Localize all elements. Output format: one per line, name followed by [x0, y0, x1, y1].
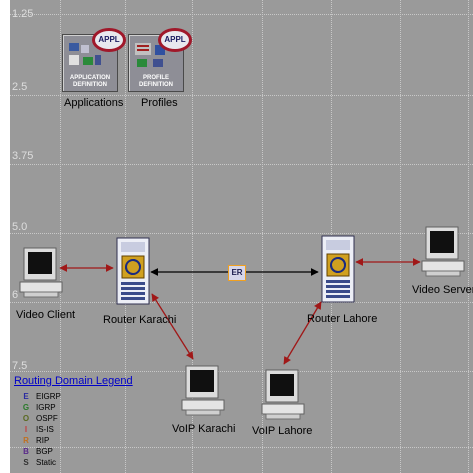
- voip-lahore-label[interactable]: VoIP Lahore: [252, 425, 313, 437]
- legend-label: EIGRP: [36, 392, 61, 401]
- legend-item: I IS-IS: [22, 425, 54, 435]
- workstation-icon: [19, 247, 63, 298]
- workstation-icon: [181, 365, 225, 416]
- profiles-label[interactable]: Profiles: [141, 97, 178, 109]
- legend-item: O OSPF: [22, 414, 58, 424]
- applications-label[interactable]: Applications: [64, 97, 124, 109]
- grid-line: [60, 0, 61, 473]
- application-icon: [69, 43, 101, 65]
- link-lahore-voip[interactable]: [283, 301, 322, 365]
- video-server-label[interactable]: Video Server: [412, 284, 473, 296]
- router-lahore-node[interactable]: [318, 234, 358, 304]
- video-client-label[interactable]: Video Client: [16, 309, 76, 321]
- application-box-title: APPLICATION DEFINITION: [69, 75, 111, 88]
- router-karachi-label[interactable]: Router Karachi: [103, 314, 177, 326]
- legend-item: B BGP: [22, 447, 53, 457]
- grid-line: [10, 95, 473, 96]
- legend-code: R: [23, 436, 29, 445]
- video-client-node[interactable]: [18, 244, 66, 300]
- grid-line: [125, 0, 126, 473]
- legend-item: E EIGRP: [22, 392, 61, 402]
- grid-line: [400, 0, 401, 473]
- router-icon: [321, 235, 355, 303]
- voip-karachi-label[interactable]: VoIP Karachi: [172, 423, 236, 435]
- ruler-label: 5.0: [12, 221, 28, 233]
- legend-title[interactable]: Routing Domain Legend: [14, 375, 133, 387]
- grid-line: [10, 164, 473, 165]
- appl-badge: APPL: [92, 28, 126, 52]
- legend-label: RIP: [36, 436, 50, 445]
- profile-icon: [135, 43, 165, 67]
- legend-item: S Static: [22, 458, 56, 468]
- link-karachi-voip[interactable]: [151, 293, 194, 360]
- voip-lahore-node[interactable]: [260, 366, 308, 422]
- ruler-label: 6: [12, 289, 19, 301]
- legend-label: OSPF: [36, 414, 58, 423]
- legend-label: Static: [36, 458, 57, 467]
- grid-line: [10, 233, 473, 234]
- legend-code: B: [23, 447, 29, 456]
- grid-line: [10, 302, 473, 303]
- link-badge[interactable]: ER: [228, 265, 246, 281]
- profiles-node[interactable]: PROFILE DEFINITION APPL: [128, 28, 192, 94]
- profile-box-title: PROFILE DEFINITION: [139, 75, 173, 88]
- application-definition-box: APPLICATION DEFINITION: [62, 34, 118, 92]
- router-karachi-node[interactable]: [113, 236, 153, 306]
- voip-karachi-node[interactable]: [180, 362, 228, 418]
- grid-line: [468, 0, 469, 473]
- video-server-node[interactable]: [420, 223, 468, 279]
- legend-code: E: [23, 392, 29, 401]
- grid-line: [192, 0, 193, 473]
- ruler-label: 2.5: [12, 81, 28, 93]
- ruler-label: 3.75: [12, 150, 34, 162]
- workstation-icon: [421, 226, 465, 277]
- workstation-icon: [261, 369, 305, 420]
- grid-line: [10, 371, 473, 372]
- ruler-label: 1.25: [12, 8, 34, 20]
- applications-node[interactable]: APPLICATION DEFINITION APPL: [62, 28, 126, 94]
- grid-line: [10, 14, 473, 15]
- legend-label: IS-IS: [36, 425, 54, 434]
- legend-label: BGP: [36, 447, 53, 456]
- left-margin: [0, 0, 10, 473]
- router-icon: [116, 237, 150, 305]
- legend-label: IGRP: [36, 403, 56, 412]
- router-lahore-label[interactable]: Router Lahore: [307, 313, 378, 325]
- legend-code: I: [24, 425, 28, 434]
- grid-line: [262, 0, 263, 473]
- legend-code: G: [22, 403, 30, 412]
- legend-code: S: [23, 458, 29, 467]
- appl-badge: APPL: [158, 28, 192, 52]
- grid-line: [10, 447, 473, 448]
- legend-code: O: [22, 414, 30, 423]
- legend-item: G IGRP: [22, 403, 56, 413]
- ruler-label: 7.5: [12, 360, 28, 372]
- legend-item: R RIP: [22, 436, 49, 446]
